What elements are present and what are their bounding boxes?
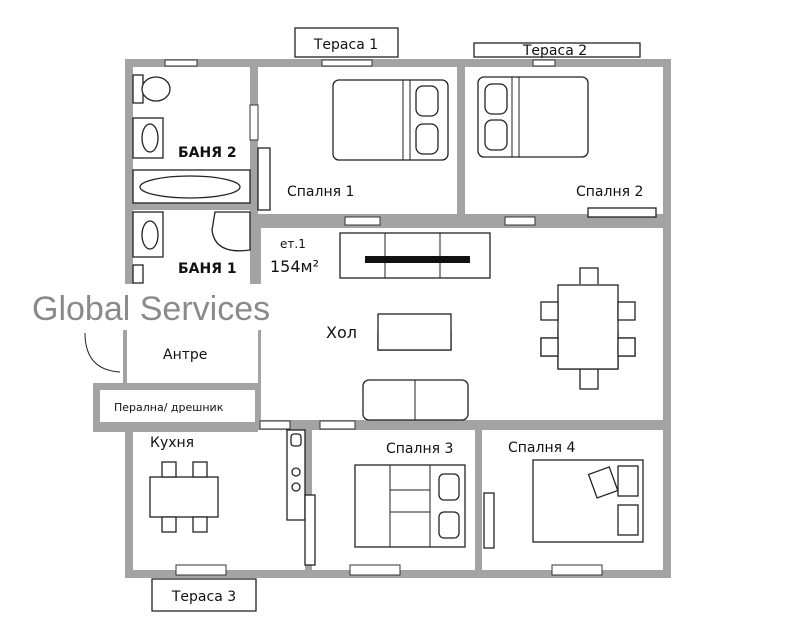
terrace1-label: Тераса 1 [313,37,378,53]
bed-2 [477,76,657,218]
bedroom4-label: Спалня 4 [508,440,575,456]
bath2-label: БАНЯ 2 [178,145,237,161]
windows [164,59,603,576]
bed-4 [483,459,644,549]
terrace3-box [151,578,257,612]
laundry-label: Перална/ дрешник [114,401,224,414]
bed-3 [354,464,466,548]
entrance-label: Антре [163,347,207,363]
tv-unit [339,232,491,279]
kitchen-furniture [149,429,316,566]
watermark-logo: Global Services [32,290,270,328]
floor-label: ет.1 [280,237,306,251]
hall-label: Хол [326,323,357,342]
area-label: 154м² [270,257,319,276]
bedroom1-label: Спалня 1 [287,184,354,200]
watermark-band [0,284,300,330]
bathroom-fixtures [132,74,271,284]
terrace3-label: Тераса 3 [171,589,236,605]
terrace2-label: Тераса 2 [522,43,587,59]
terrace2-box [473,42,641,58]
bath1-label: БАНЯ 1 [178,261,237,277]
sofa [362,379,469,421]
dining-table-overlay [540,284,636,370]
terrace1-box [294,27,399,58]
bedroom3-label: Спалня 3 [386,441,453,457]
entrance-door [84,332,121,373]
kitchen-label: Кухня [150,435,194,451]
bedroom2-label: Спалня 2 [576,184,643,200]
bed-1 [332,79,449,161]
